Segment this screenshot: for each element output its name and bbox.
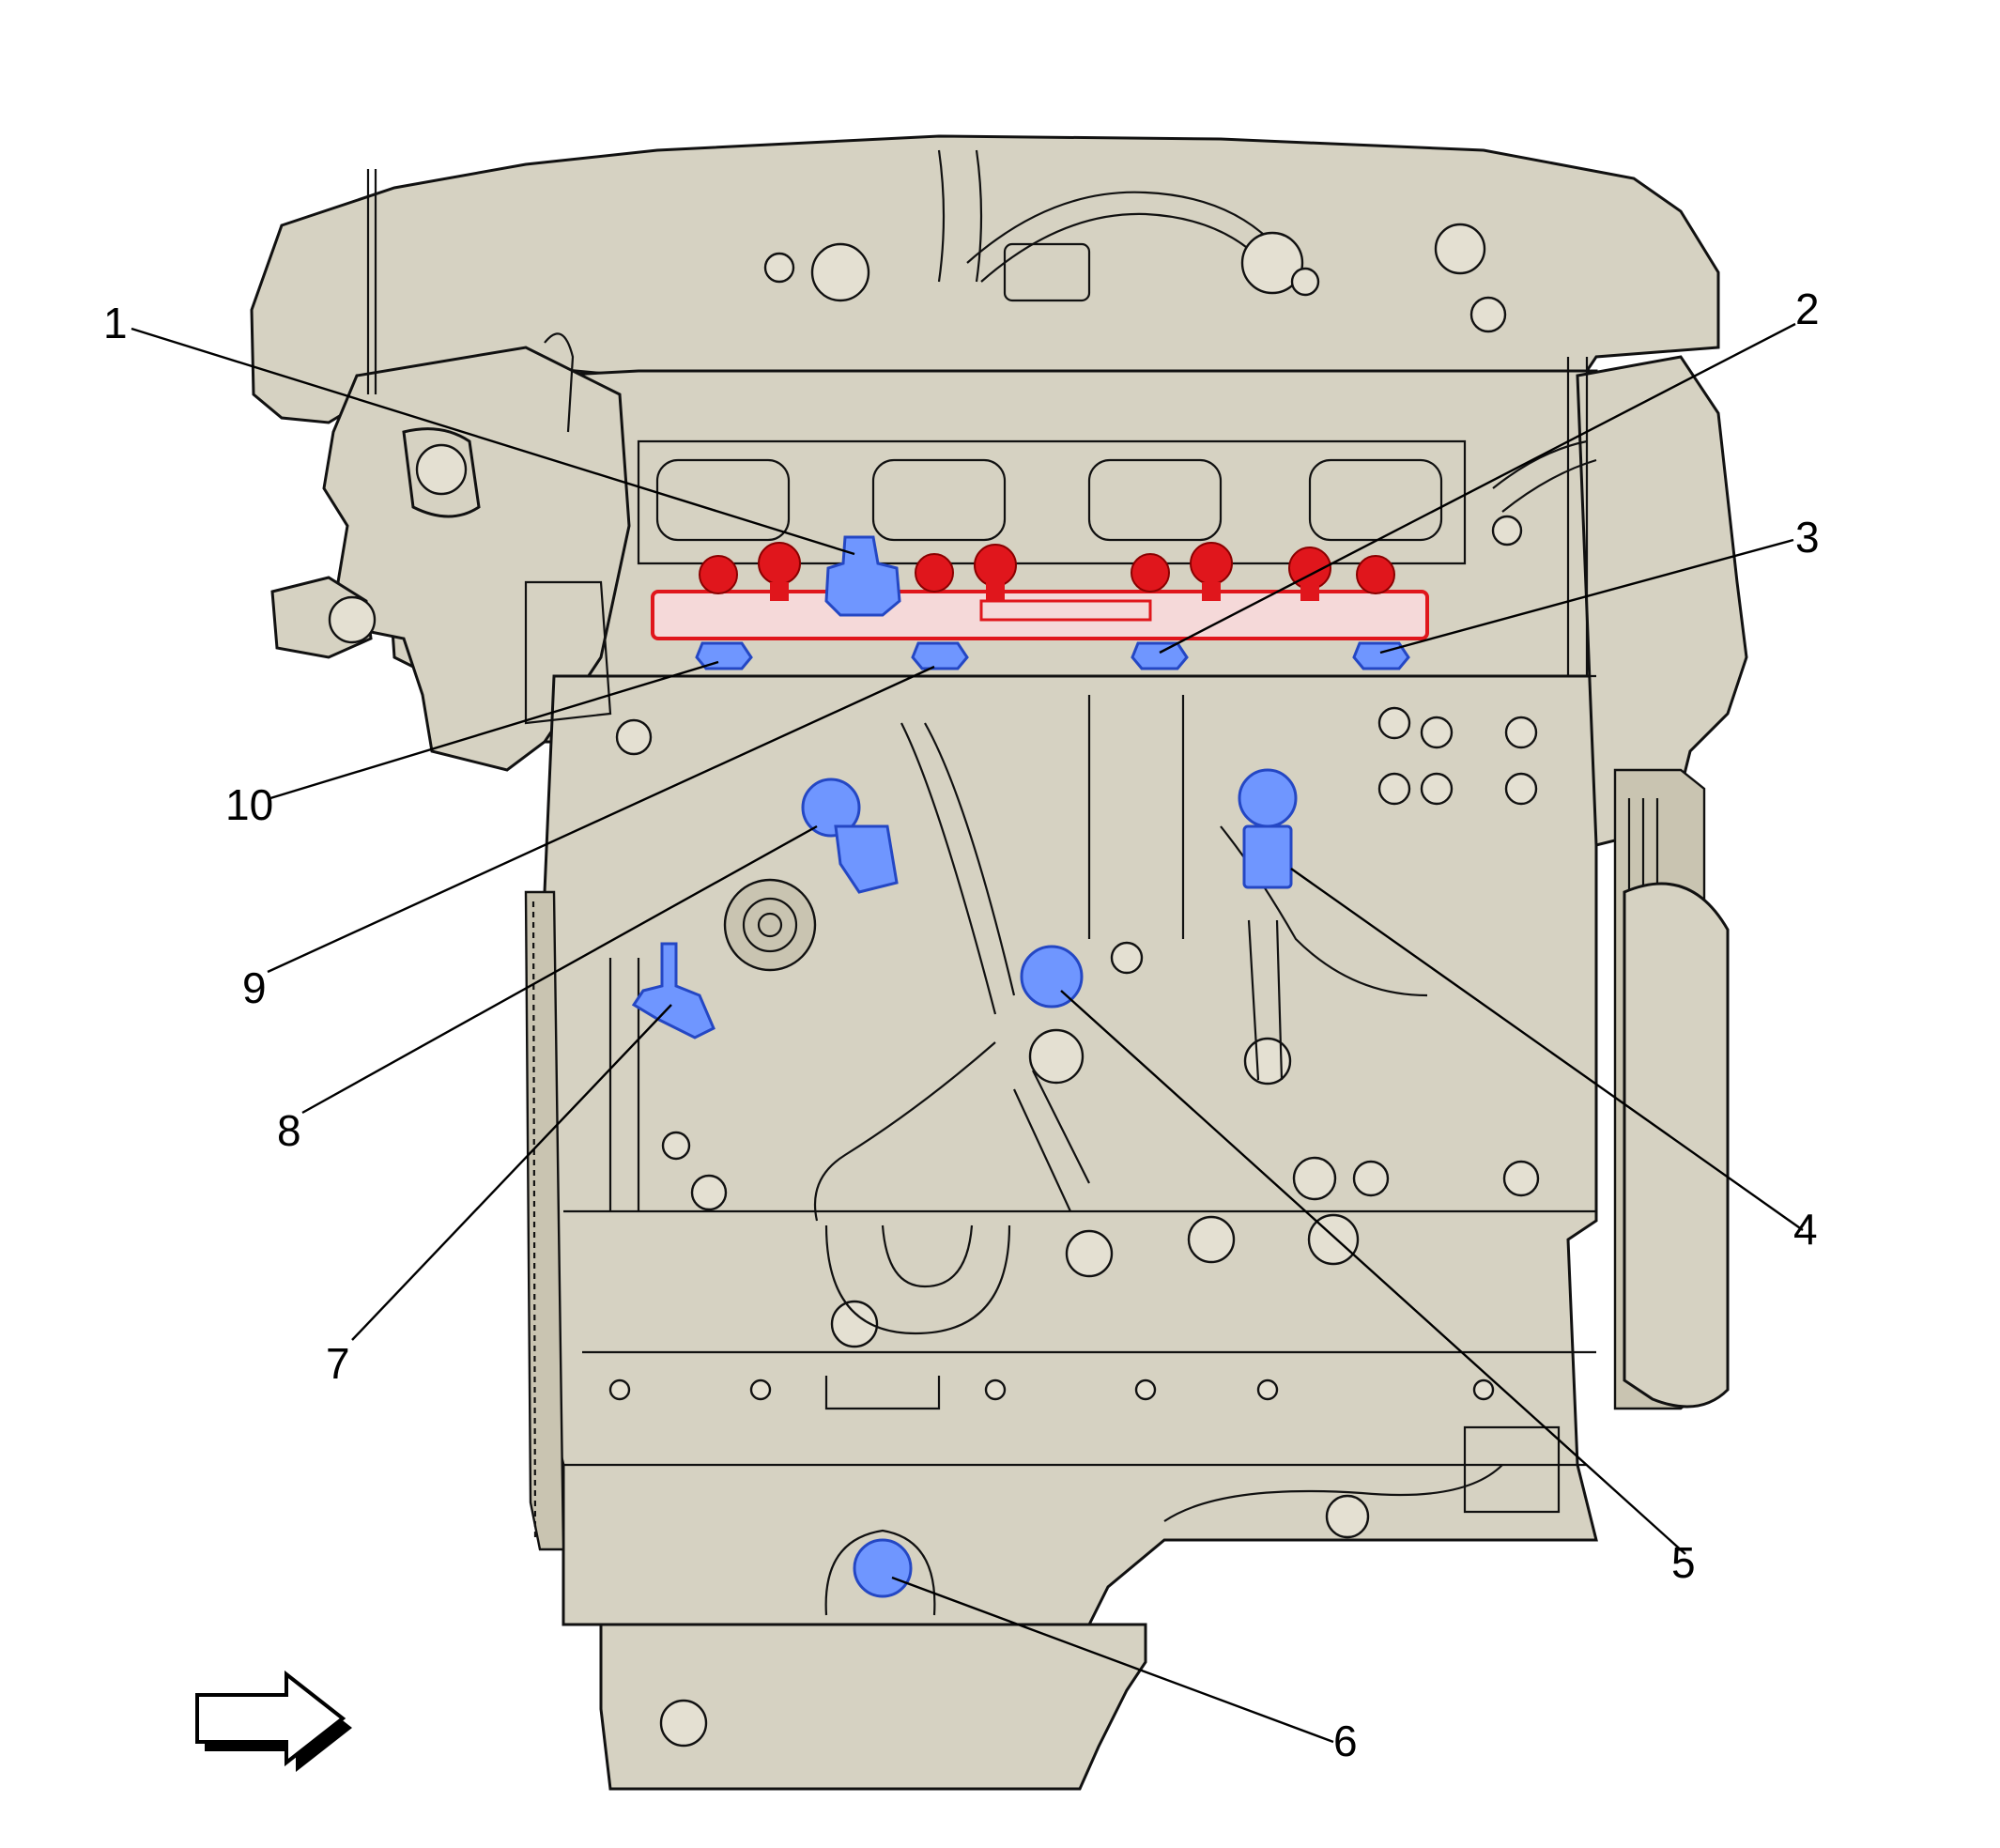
callout-7: 7: [326, 1339, 350, 1388]
callout-labels: 1 2 3 4 5 6 7 8 9 10: [103, 285, 1820, 1765]
callout-5: 5: [1671, 1538, 1696, 1587]
part-1-sensor: [824, 535, 901, 617]
part-2-connector: [1131, 641, 1189, 670]
part-7-crank-sensor: [631, 942, 715, 1040]
part-4-knock-sensor: [1238, 768, 1298, 828]
callout-8: 8: [277, 1106, 301, 1155]
callout-6: 6: [1333, 1717, 1358, 1765]
leader-lines: [131, 322, 1804, 1744]
engine-block: [250, 134, 1748, 1791]
callout-2: 2: [1795, 285, 1820, 333]
callout-1: 1: [103, 299, 128, 347]
callout-3: 3: [1795, 513, 1820, 562]
part-6-oil-level-sensor: [853, 1538, 913, 1598]
part-5-plug: [1020, 945, 1084, 1009]
part-9-connector: [911, 641, 969, 670]
callout-9: 9: [242, 963, 267, 1012]
callout-4: 4: [1793, 1205, 1818, 1254]
direction-arrow-icon: [195, 1670, 352, 1772]
callout-10: 10: [225, 780, 273, 829]
highlighted-components-blue: [631, 535, 1410, 1598]
part-8-knock-sensor: [801, 778, 861, 838]
part-10-connector: [695, 641, 753, 670]
